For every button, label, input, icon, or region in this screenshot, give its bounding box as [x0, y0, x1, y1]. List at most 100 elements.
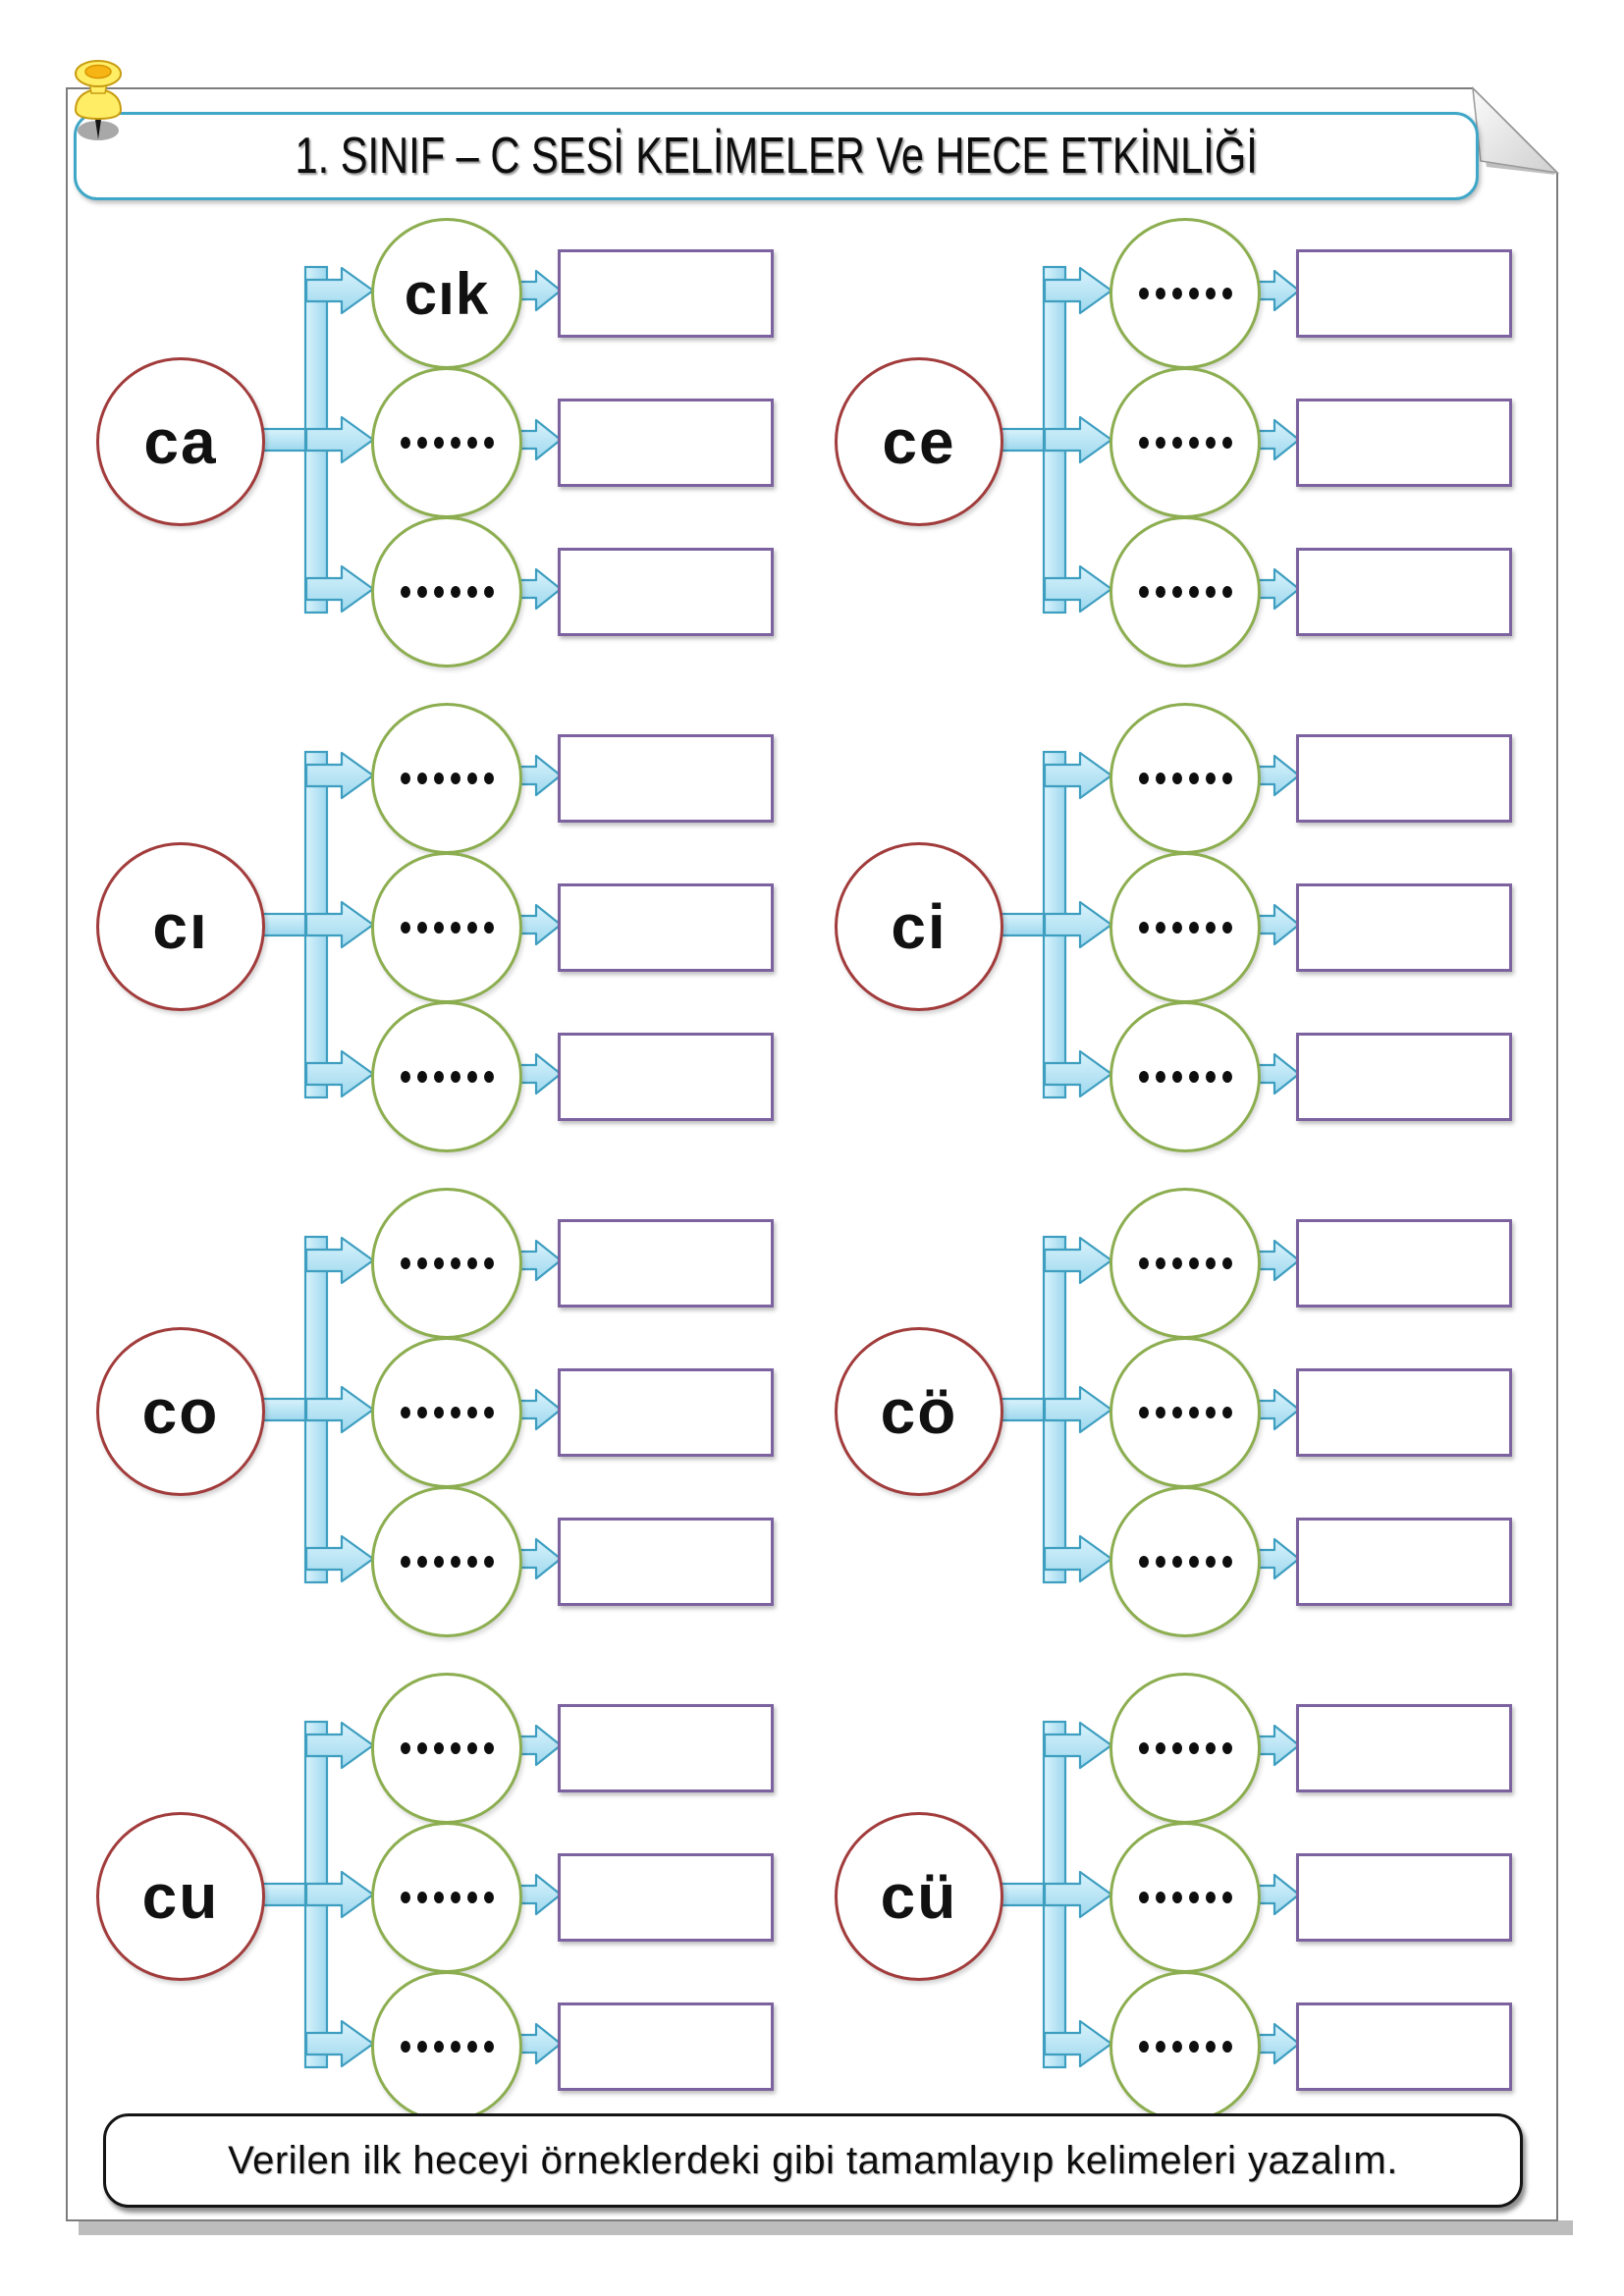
answer-circle[interactable] [1110, 1337, 1261, 1488]
answer-circle[interactable] [371, 1486, 522, 1637]
answer-box[interactable] [1296, 734, 1512, 823]
answer-circle[interactable] [371, 367, 522, 518]
answer-box[interactable] [1296, 2002, 1512, 2091]
answer-circle-label [1138, 773, 1232, 784]
syllable-circle: cu [96, 1812, 265, 1981]
footer-box: Verilen ilk heceyi örneklerdeki gibi tam… [103, 2113, 1523, 2208]
syllable-label: cı [152, 891, 209, 962]
answer-circle-label [400, 1556, 494, 1568]
answer-box[interactable] [1296, 1219, 1512, 1308]
connector-arrows [251, 1720, 563, 2069]
answer-circle-label [400, 586, 494, 598]
answer-circle-label [400, 1892, 494, 1903]
answer-circle-label [1138, 1407, 1232, 1418]
answer-circle[interactable] [1110, 703, 1261, 854]
answer-circle-label [1138, 437, 1232, 449]
answer-circle[interactable] [1110, 852, 1261, 1003]
answer-box[interactable] [558, 734, 774, 823]
answer-circle-label [1138, 586, 1232, 598]
syllable-circle: co [96, 1327, 265, 1496]
page-fold-corner [1472, 85, 1560, 175]
answer-circle-label [1138, 288, 1232, 299]
connector-arrows [251, 1235, 563, 1584]
answer-circle-label [1138, 1892, 1232, 1903]
answer-circle[interactable] [371, 1822, 522, 1973]
syllable-group-ca: ca cık [88, 199, 778, 680]
syllable-group-ci: ci [827, 684, 1516, 1165]
answer-circle[interactable] [1110, 367, 1261, 518]
answer-circle[interactable] [371, 1001, 522, 1152]
syllable-group-cu: cu [88, 1654, 778, 2135]
answer-box[interactable] [1296, 1853, 1512, 1942]
syllable-group-cı: cı [88, 684, 778, 1165]
answer-box[interactable] [558, 1853, 774, 1942]
answer-circle[interactable] [371, 852, 522, 1003]
answer-circle-label [400, 773, 494, 784]
answer-circle[interactable] [1110, 1486, 1261, 1637]
answer-circle[interactable] [1110, 1971, 1261, 2122]
syllable-label: ci [891, 891, 947, 962]
answer-circle-label [400, 1407, 494, 1418]
syllable-group-co: co [88, 1169, 778, 1650]
answer-circle-label [1138, 1071, 1232, 1083]
answer-circle-label [1138, 2041, 1232, 2053]
answer-box[interactable] [558, 883, 774, 972]
answer-circle-label [1138, 1742, 1232, 1754]
answer-circle-label: cık [404, 260, 490, 327]
answer-circle[interactable] [1110, 516, 1261, 667]
answer-circle[interactable] [371, 1971, 522, 2122]
answer-circle[interactable] [1110, 1188, 1261, 1339]
answer-box[interactable] [1296, 1033, 1512, 1121]
answer-box[interactable] [1296, 1704, 1512, 1792]
syllable-circle: cö [835, 1327, 1003, 1496]
answer-circle[interactable] [371, 1673, 522, 1824]
answer-box[interactable] [1296, 1518, 1512, 1606]
answer-circle[interactable] [1110, 218, 1261, 369]
connector-arrows [251, 750, 563, 1099]
answer-circle[interactable] [371, 1337, 522, 1488]
answer-box[interactable] [558, 1518, 774, 1606]
syllable-circle: cı [96, 842, 265, 1011]
answer-box[interactable] [558, 399, 774, 487]
syllable-label: ca [143, 406, 218, 477]
syllable-circle: ci [835, 842, 1003, 1011]
answer-box[interactable] [558, 2002, 774, 2091]
answer-circle[interactable]: cık [371, 218, 522, 369]
answer-circle[interactable] [371, 516, 522, 667]
answer-circle-label [400, 1071, 494, 1083]
answer-circle-label [1138, 1556, 1232, 1568]
answer-box[interactable] [1296, 399, 1512, 487]
page-title: 1. SINIF – C SESİ KELİMELER Ve HECE ETKİ… [295, 128, 1258, 185]
syllable-label: cö [880, 1376, 958, 1447]
answer-box[interactable] [558, 548, 774, 636]
answer-box[interactable] [558, 1033, 774, 1121]
answer-box[interactable] [1296, 1368, 1512, 1457]
answer-circle-label [400, 922, 494, 934]
syllable-group-cö: cö [827, 1169, 1516, 1650]
answer-circle-label [1138, 922, 1232, 934]
answer-box[interactable] [558, 1368, 774, 1457]
answer-box[interactable] [1296, 883, 1512, 972]
answer-box[interactable] [558, 249, 774, 338]
syllable-label: ce [882, 406, 956, 477]
page-bottom-shadow [79, 2220, 1573, 2235]
answer-circle[interactable] [371, 703, 522, 854]
syllable-circle: cü [835, 1812, 1003, 1981]
answer-circle[interactable] [1110, 1822, 1261, 1973]
answer-box[interactable] [558, 1704, 774, 1792]
answer-circle[interactable] [1110, 1673, 1261, 1824]
answer-circle-label [1138, 1257, 1232, 1269]
answer-box[interactable] [558, 1219, 774, 1308]
answer-box[interactable] [1296, 548, 1512, 636]
answer-circle[interactable] [371, 1188, 522, 1339]
syllable-circle: ca [96, 357, 265, 526]
syllable-label: cü [880, 1861, 958, 1932]
connector-arrows [990, 1235, 1301, 1584]
syllable-group-cü: cü [827, 1654, 1516, 2135]
answer-circle[interactable] [1110, 1001, 1261, 1152]
answer-circle-label [400, 437, 494, 449]
answer-box[interactable] [1296, 249, 1512, 338]
header-box: 1. SINIF – C SESİ KELİMELER Ve HECE ETKİ… [74, 112, 1479, 200]
answer-circle-label [400, 2041, 494, 2053]
